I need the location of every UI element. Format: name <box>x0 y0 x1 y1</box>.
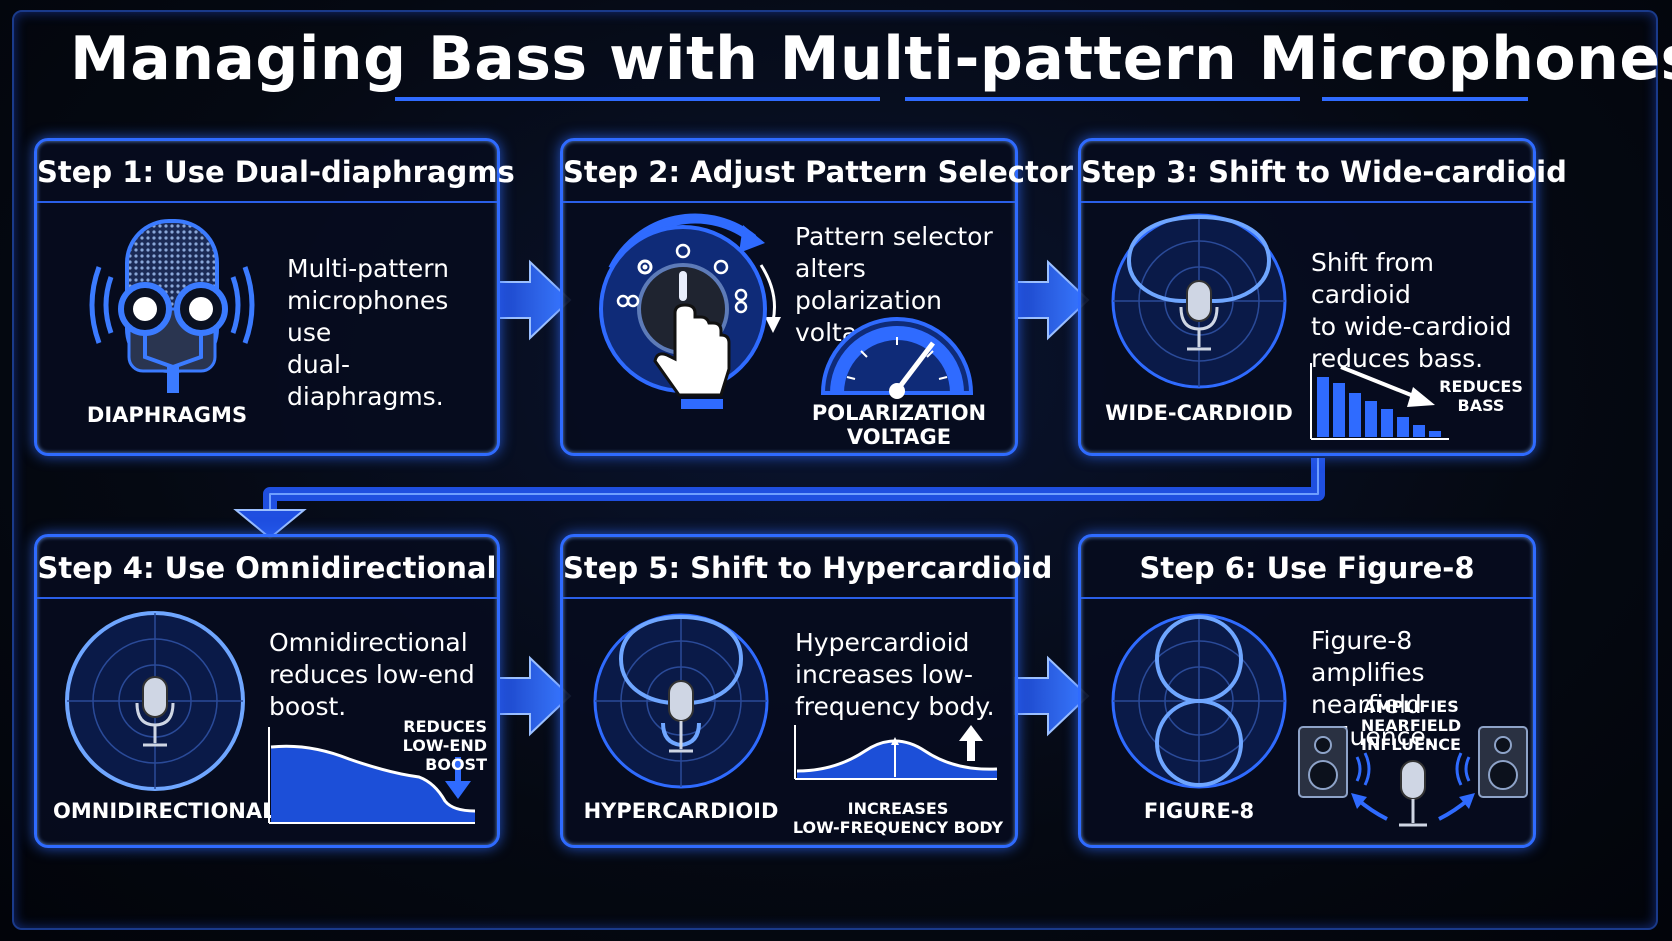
arrow-right-icon <box>1014 655 1090 737</box>
step-6-caption: FIGURE-8 <box>1143 799 1255 823</box>
step-5-description: Hypercardioid increases low- frequency b… <box>795 628 995 721</box>
bass-reduction-bars-icon <box>1310 363 1449 440</box>
arrow-right-icon <box>497 259 572 341</box>
step-5-caption: HYPERCARDIOID <box>583 799 779 823</box>
dual-diaphragm-microphone-icon <box>89 219 255 393</box>
step-1-caption: DIAPHRAGMS <box>86 403 248 427</box>
step-2-title: Step 2: Adjust Pattern Selector <box>563 141 1073 203</box>
page-title: Managing Bass with Multi-pattern Microph… <box>70 24 1672 94</box>
step-1-description: Multi-pattern microphones use dual-diaph… <box>287 254 449 411</box>
figure-8-polar-icon <box>1111 613 1287 789</box>
microphone-icon <box>1399 760 1427 827</box>
omnidirectional-polar-icon <box>65 611 245 791</box>
microphone-icon <box>1179 280 1219 351</box>
step-6-title: Step 6: Use Figure-8 <box>1081 537 1533 599</box>
step-6-panel: Step 6: Use Figure-8 FIGURE-8 Figure-8 a… <box>1078 534 1536 848</box>
hypercardioid-polar-icon <box>593 613 769 789</box>
arrow-right-icon <box>497 655 572 737</box>
title-underline <box>395 97 1528 101</box>
step-3-description: Shift from cardioid to wide-cardioid red… <box>1311 248 1512 373</box>
step-2-panel: Step 2: Adjust Pattern Selector Pattern … <box>560 138 1073 456</box>
step-4-title: Step 4: Use Omnidirectional <box>37 537 497 599</box>
outer-frame <box>12 10 1658 930</box>
step-3-caption: WIDE-CARDIOID <box>1105 401 1293 425</box>
step-6-note: AMPLIFIES NEARFIELD INFLUENCE <box>1360 697 1462 754</box>
step-4-note: REDUCES LOW-END BOOST <box>402 717 487 774</box>
step-5-note: INCREASES LOW-FREQUENCY BODY <box>792 799 1004 837</box>
low-frequency-curve-icon <box>794 725 998 780</box>
step-5-panel: Step 5: Shift to Hypercardioid HYPERCARD… <box>560 534 1052 848</box>
pointer-hand-icon <box>653 303 731 409</box>
nearfield-speakers-icon <box>1298 726 1528 827</box>
step-4-caption: OMNIDIRECTIONAL <box>53 799 276 823</box>
step-3-panel: Step 3: Shift to Wide-cardioid WIDE-CARD… <box>1078 138 1567 456</box>
arrow-right-icon <box>1014 259 1090 341</box>
low-end-curve-icon <box>268 727 476 824</box>
step-5-title: Step 5: Shift to Hypercardioid <box>563 537 1052 599</box>
step-3-title: Step 3: Shift to Wide-cardioid <box>1081 141 1567 203</box>
pattern-selector-knob-icon <box>599 213 781 409</box>
connector-arrow-icon <box>233 458 1325 540</box>
step-4-description: Omnidirectional reduces low-end boost. <box>269 628 475 721</box>
microphone-icon <box>668 680 694 753</box>
step-4-panel: Step 4: Use Omnidirectional OMNIDIRECTIO… <box>34 534 500 848</box>
microphone-icon <box>135 676 175 747</box>
step-3-note: REDUCES BASS <box>1439 377 1523 415</box>
speaker-icon <box>1478 726 1528 798</box>
wide-cardioid-polar-icon <box>1111 213 1287 389</box>
voltage-gauge-icon <box>820 317 974 399</box>
step-1-title: Step 1: Use Dual-diaphragms <box>37 141 515 203</box>
step-2-caption: POLARIZATION VOLTAGE <box>811 401 987 449</box>
speaker-icon <box>1298 726 1348 798</box>
step-1-panel: Step 1: Use Dual-diaphragms DIAPHRAGMS M… <box>34 138 515 456</box>
